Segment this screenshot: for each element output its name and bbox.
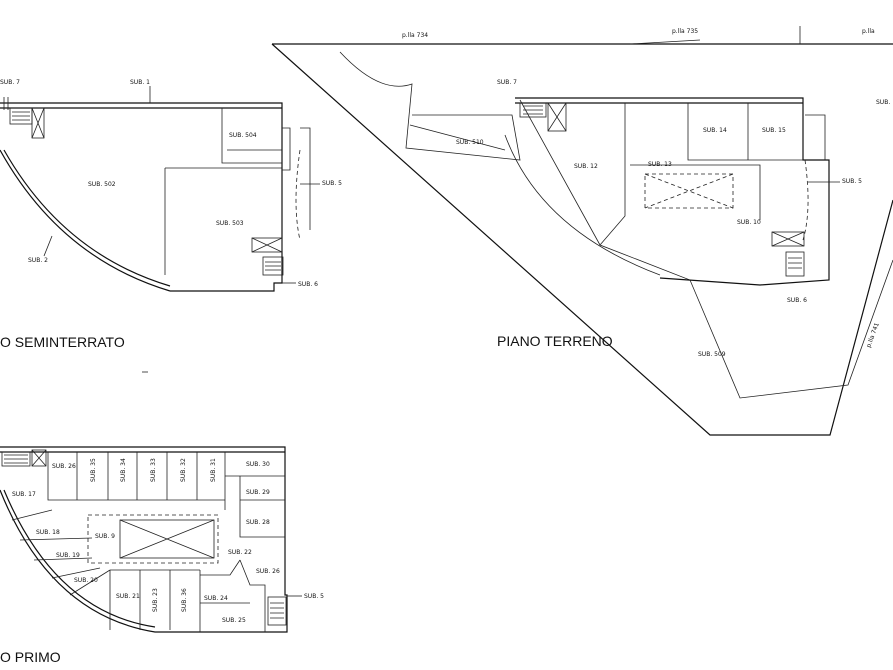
label-sub-2: SUB. 2 bbox=[28, 257, 48, 264]
label-sub-26-bottom: SUB. 26 bbox=[256, 568, 280, 575]
label-sub-33: SUB. 33 bbox=[150, 458, 157, 482]
plan-primo: SUB. 26 SUB. 35 SUB. 34 SUB. 33 SUB. 32 … bbox=[0, 446, 324, 665]
label-parcel-735: p.lla 735 bbox=[672, 28, 698, 35]
label-sub-6: SUB. 6 bbox=[787, 297, 807, 304]
label-sub-20: SUB. 20 bbox=[74, 577, 98, 584]
label-sub-5-primo: SUB. 5 bbox=[304, 593, 324, 600]
label-sub-509: SUB. 509 bbox=[698, 351, 726, 358]
label-sub-13: SUB. 13 bbox=[648, 161, 672, 168]
title-primo: O PRIMO bbox=[0, 649, 61, 665]
label-sub-24: SUB. 24 bbox=[204, 595, 228, 602]
plan-terreno: p.lla 734 p.lla 735 p.lla p.lla 741 SUB.… bbox=[271, 26, 893, 436]
label-sub-17: SUB. 17 bbox=[12, 491, 36, 498]
label-sub-1: SUB. 1 bbox=[130, 79, 150, 86]
label-sub-9: SUB. 9 bbox=[95, 533, 115, 540]
plan-seminterrato: SUB. 1 SUB. 502 SUB. 504 SUB. 503 SUB. 2… bbox=[0, 79, 342, 350]
label-sub-15: SUB. 15 bbox=[762, 127, 786, 134]
title-terreno: PIANO TERRENO bbox=[497, 333, 613, 349]
label-sub-32: SUB. 32 bbox=[180, 458, 187, 482]
label-sub-28: SUB. 28 bbox=[246, 519, 270, 526]
label-parcel-741: p.lla 741 bbox=[865, 322, 881, 349]
label-sub-26-top: SUB. 26 bbox=[52, 463, 76, 470]
title-seminterrato: O SEMINTERRATO bbox=[0, 334, 125, 350]
label-sub-6: SUB. 6 bbox=[298, 281, 318, 288]
label-sub-502: SUB. 502 bbox=[88, 181, 116, 188]
label-sub-30: SUB. 30 bbox=[246, 461, 270, 468]
label-sub-18: SUB. 18 bbox=[36, 529, 60, 536]
label-sub-31: SUB. 31 bbox=[210, 458, 217, 482]
label-sub-10: SUB. 10 bbox=[737, 219, 761, 226]
label-sub-36: SUB. 36 bbox=[181, 588, 188, 612]
label-sub-19: SUB. 19 bbox=[56, 552, 80, 559]
label-sub-504: SUB. 504 bbox=[229, 132, 257, 139]
label-sub-503: SUB. 503 bbox=[216, 220, 244, 227]
label-parcel-734: p.lla 734 bbox=[402, 32, 428, 39]
label-parcel-edge: p.lla bbox=[862, 28, 875, 35]
label-sub-29: SUB. 29 bbox=[246, 489, 270, 496]
label-sub-5: SUB. 5 bbox=[322, 180, 342, 187]
label-sub-35: SUB. 35 bbox=[90, 458, 97, 482]
label-sub-5: SUB. 5 bbox=[842, 178, 862, 185]
label-sub-7-left: SUB. 7 bbox=[0, 79, 20, 86]
label-sub-edge: SUB. bbox=[876, 99, 890, 106]
label-sub-34: SUB. 34 bbox=[120, 458, 127, 482]
label-sub-23: SUB. 23 bbox=[152, 588, 159, 612]
label-sub-7: SUB. 7 bbox=[497, 79, 517, 86]
label-sub-12: SUB. 12 bbox=[574, 163, 598, 170]
label-sub-510: SUB. 510 bbox=[456, 139, 484, 146]
label-sub-22: SUB. 22 bbox=[228, 549, 252, 556]
label-sub-14: SUB. 14 bbox=[703, 127, 727, 134]
label-sub-25: SUB. 25 bbox=[222, 617, 246, 624]
label-sub-21: SUB. 21 bbox=[116, 593, 140, 600]
